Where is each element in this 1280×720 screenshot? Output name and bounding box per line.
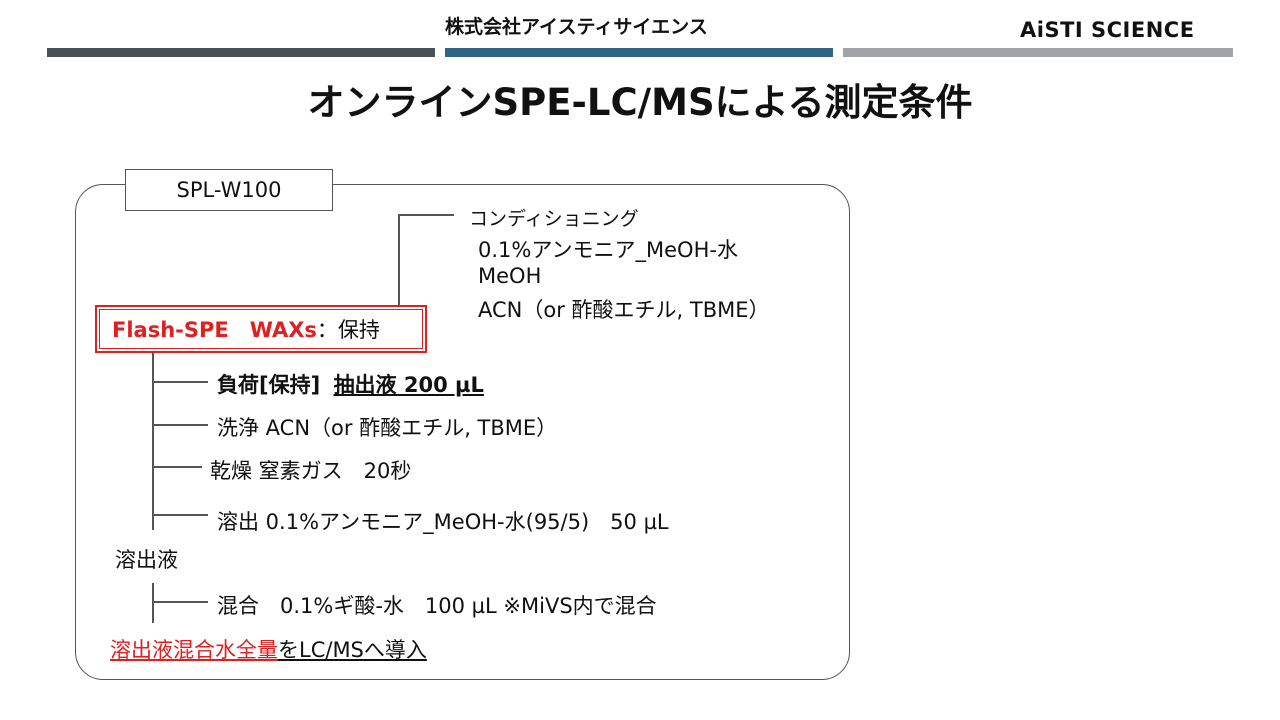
- header-bar-right: [843, 48, 1233, 57]
- step-dry: 乾燥 窒素ガス 20秒: [210, 459, 412, 483]
- step-connector: [152, 424, 208, 426]
- cartridge-box: Flash-SPE WAXs ：保持: [95, 305, 427, 353]
- final-rest: をLC/MSへ導入: [278, 638, 427, 662]
- conditioning-item: ACN（or 酢酸エチル, TBME）: [478, 298, 770, 322]
- cartridge-name: Flash-SPE WAXs: [112, 318, 317, 342]
- step-mix: 混合 0.1%ギ酸-水 100 µL ※MiVS内で混合: [217, 594, 657, 618]
- mix-connector-vertical: [152, 583, 154, 623]
- step-wash: 洗浄 ACN（or 酢酸エチル, TBME）: [217, 416, 558, 440]
- instrument-tag-label: SPL-W100: [176, 178, 282, 202]
- step-connector: [152, 514, 208, 516]
- step-load-detail: 抽出液 200 µL: [333, 373, 484, 397]
- step-elute: 溶出 0.1%アンモニア_MeOH-水(95/5) 50 µL: [217, 510, 669, 534]
- brand-logo-text: AiSTI SCIENCE: [1020, 18, 1195, 42]
- slide-title: オンラインSPE-LC/MSによる測定条件: [307, 81, 973, 124]
- cartridge-suffix: ：保持: [316, 318, 380, 342]
- company-name: 株式会社アイスティサイエンス: [445, 16, 708, 38]
- instrument-tag: SPL-W100: [125, 169, 333, 211]
- final-highlight: 溶出液混合水全量: [110, 638, 278, 662]
- step-load: 負荷[保持] 抽出液 200 µL: [217, 369, 484, 399]
- final-instruction: 溶出液混合水全量をLC/MSへ導入: [110, 634, 427, 664]
- mix-connector-horizontal: [152, 601, 208, 603]
- header-bar-left: [47, 48, 435, 57]
- conditioning-heading: コンディショニング: [469, 208, 639, 230]
- procedure-panel: [75, 184, 850, 680]
- conditioning-item: 0.1%アンモニア_MeOH-水: [478, 238, 738, 262]
- eluate-label: 溶出液: [115, 548, 178, 572]
- step-connector: [152, 381, 208, 383]
- conditioning-connector-vertical: [398, 214, 400, 306]
- conditioning-connector-horizontal: [398, 214, 454, 216]
- step-connector: [152, 466, 202, 468]
- steps-connector-vertical: [152, 353, 154, 530]
- step-load-label: 負荷[保持]: [217, 373, 321, 397]
- header-bar-center: [445, 48, 833, 57]
- conditioning-item: MeOH: [478, 264, 542, 288]
